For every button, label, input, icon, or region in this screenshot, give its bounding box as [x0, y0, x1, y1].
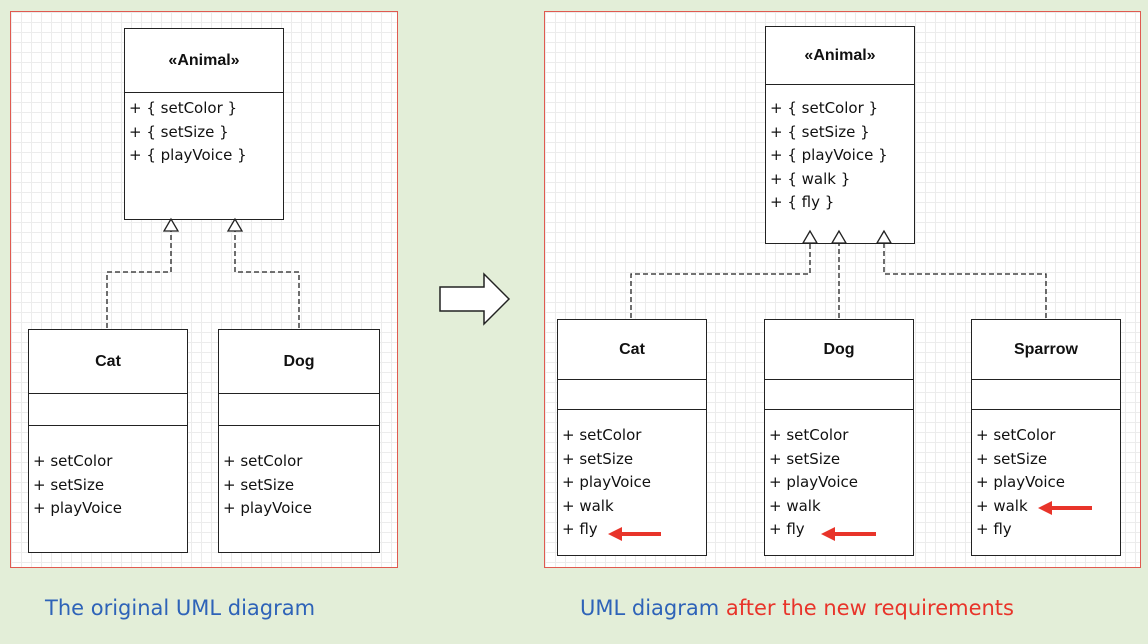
operations-list: + setColor + setSize + playVoice	[219, 426, 379, 521]
operation: + { fly }	[770, 193, 835, 211]
operations-list: + { setColor } + { setSize } + { playVoi…	[766, 85, 914, 215]
operations-list: + setColor + setSize + playVoice + walk …	[972, 410, 1120, 542]
operation: + setColor	[223, 452, 303, 470]
operation: + { playVoice }	[770, 146, 888, 164]
attributes-compartment	[29, 394, 187, 426]
dog-class-box: Dog + setColor + setSize + playVoice + w…	[764, 319, 914, 556]
dog-class-box: Dog + setColor + setSize + playVoice	[218, 329, 380, 553]
realization-arrowheads-right	[801, 229, 893, 244]
animal-interface-box: «Animal» + { setColor } + { setSize } + …	[124, 28, 284, 220]
highlight-arrow-icon	[608, 527, 661, 541]
operation: + playVoice	[33, 499, 123, 517]
class-name: Dog	[219, 330, 379, 394]
hollow-triangle-icon	[875, 229, 893, 244]
operation: + setColor	[769, 426, 849, 444]
operation: + setColor	[562, 426, 642, 444]
highlight-arrow-icon	[1038, 501, 1092, 515]
realization-connectors-left	[106, 230, 300, 328]
original-diagram-panel: «Animal» + { setColor } + { setSize } + …	[10, 11, 398, 568]
hollow-triangle-icon	[162, 217, 180, 232]
operations-list: + setColor + setSize + playVoice + walk …	[765, 410, 913, 542]
highlight-arrows	[608, 501, 1092, 541]
operation: + fly	[976, 520, 1012, 538]
animal-interface-box: «Animal» + { setColor } + { setSize } + …	[765, 26, 915, 244]
attributes-compartment	[972, 380, 1120, 410]
operation: + setSize	[33, 475, 105, 494]
operations-list: + { setColor } + { setSize } + { playVoi…	[125, 93, 283, 168]
updated-diagram-panel: «Animal» + { setColor } + { setSize } + …	[544, 11, 1141, 568]
transition-arrow-icon	[439, 272, 511, 326]
attributes-compartment	[219, 394, 379, 426]
cat-realization-line	[106, 230, 172, 328]
operation: + { setColor }	[129, 99, 238, 117]
operations-list: + setColor + setSize + playVoice + walk …	[558, 410, 706, 542]
realization-arrowheads-left	[162, 217, 244, 232]
operation: + { walk }	[770, 169, 851, 188]
updated-diagram-caption: UML diagram after the new requirements	[580, 596, 1014, 620]
operation: + setSize	[976, 449, 1048, 468]
cat-realization-line	[630, 242, 811, 318]
operation: + playVoice	[223, 499, 313, 517]
hollow-triangle-icon	[226, 217, 244, 232]
operation: + fly	[769, 520, 805, 538]
operation: + walk	[976, 496, 1028, 515]
operation: + setColor	[33, 452, 113, 470]
original-diagram-caption: The original UML diagram	[45, 596, 316, 620]
class-name: «Animal»	[766, 27, 914, 85]
attributes-compartment	[558, 380, 706, 410]
operation: + { setColor }	[770, 99, 879, 117]
operation: + setSize	[769, 449, 841, 468]
operation: + { playVoice }	[129, 146, 247, 164]
operation: + walk	[769, 496, 821, 515]
highlight-arrow-icon	[821, 527, 876, 541]
cat-class-box: Cat + setColor + setSize + playVoice + w…	[557, 319, 707, 556]
class-name: Dog	[765, 320, 913, 380]
operation: + { setSize }	[129, 122, 229, 141]
class-name: Cat	[558, 320, 706, 380]
operation: + walk	[562, 496, 614, 515]
operations-list: + setColor + setSize + playVoice	[29, 426, 187, 521]
hollow-triangle-icon	[830, 229, 848, 244]
operation: + fly	[562, 520, 598, 538]
realization-connectors-right	[630, 242, 1047, 318]
hollow-triangle-icon	[801, 229, 819, 244]
operation: + playVoice	[562, 473, 652, 491]
attributes-compartment	[765, 380, 913, 410]
operation: + playVoice	[769, 473, 859, 491]
caption-highlight-text: after the new requirements	[725, 596, 1014, 620]
dog-realization-line	[234, 230, 300, 328]
sparrow-realization-line	[883, 242, 1047, 318]
cat-class-box: Cat + setColor + setSize + playVoice	[28, 329, 188, 553]
class-name: Cat	[29, 330, 187, 394]
sparrow-class-box: Sparrow + setColor + setSize + playVoice…	[971, 319, 1121, 556]
operation: + playVoice	[976, 473, 1066, 491]
operation: + setSize	[223, 475, 295, 494]
operation: + { setSize }	[770, 122, 870, 141]
caption-text: UML diagram	[580, 596, 726, 620]
class-name: «Animal»	[125, 29, 283, 93]
class-name: Sparrow	[972, 320, 1120, 380]
operation: + setColor	[976, 426, 1056, 444]
operation: + setSize	[562, 449, 634, 468]
